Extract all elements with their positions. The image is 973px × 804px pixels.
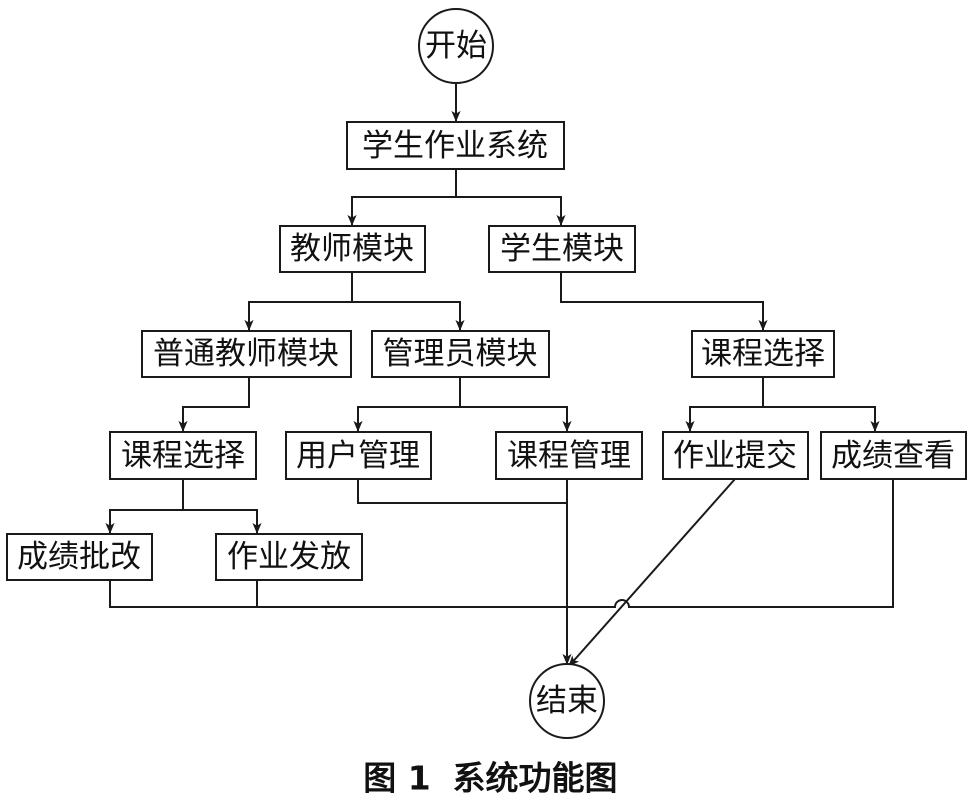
node-grade-correct-label: 成绩批改 (17, 539, 141, 575)
node-end: 结束 (529, 663, 605, 739)
connector-course-select-split (685, 377, 764, 432)
connector-course-select-grade-view (763, 406, 880, 432)
connector-teacher-course-select-publish (183, 509, 262, 534)
node-grade-correct: 成绩批改 (6, 533, 153, 581)
node-user-manage-label: 用户管理 (296, 438, 420, 474)
node-homework-publish: 作业发放 (215, 533, 363, 581)
node-course-select-student: 课程选择 (691, 330, 835, 378)
node-student-module-label: 学生模块 (500, 231, 624, 267)
node-system-label: 学生作业系统 (362, 128, 548, 164)
connector-teacher-normal (244, 272, 353, 331)
node-end-label: 结束 (536, 683, 598, 719)
node-course-select-teacher-label: 课程选择 (121, 438, 245, 474)
figure-caption: 图 1 系统功能图 (363, 759, 617, 798)
node-student-module: 学生模块 (488, 225, 636, 273)
node-teacher-module-label: 教师模块 (290, 231, 414, 267)
connector-normal-course-select (178, 377, 250, 432)
node-teacher-module: 教师模块 (279, 225, 426, 273)
connector-user-manage-bus (357, 479, 567, 504)
node-homework-submit: 作业提交 (662, 431, 809, 480)
connector-admin-split (353, 377, 461, 432)
node-course-manage-label: 课程管理 (507, 438, 631, 474)
caption-title: 系统功能图 (453, 759, 618, 798)
node-homework-publish-label: 作业发放 (227, 539, 351, 575)
connector-teacher-course-select-split (105, 479, 184, 534)
node-course-select-teacher: 课程选择 (109, 431, 257, 480)
node-course-manage: 课程管理 (495, 431, 643, 480)
node-admin-module-label: 管理员模块 (383, 336, 538, 372)
connector-student-course-select (560, 272, 768, 331)
connector-system-split (347, 169, 457, 226)
node-start: 开始 (418, 8, 494, 84)
node-normal-teacher-module-label: 普通教师模块 (153, 336, 339, 372)
caption-number: 图 1 (363, 759, 430, 798)
connector-bottom-bus (109, 479, 894, 608)
node-homework-submit-label: 作业提交 (673, 438, 797, 474)
node-course-select-student-label: 课程选择 (701, 336, 825, 372)
connector-system-student (456, 196, 566, 226)
node-user-manage: 用户管理 (285, 431, 432, 480)
connector-teacher-admin (352, 301, 465, 331)
node-normal-teacher-module: 普通教师模块 (141, 330, 352, 378)
connectors (105, 84, 894, 667)
connector-admin-course-manage (460, 406, 572, 432)
node-grade-view-label: 成绩查看 (831, 438, 955, 474)
connector-submit-end (568, 478, 736, 667)
node-admin-module: 管理员模块 (371, 330, 550, 378)
node-grade-view: 成绩查看 (820, 431, 967, 480)
node-system: 学生作业系统 (346, 121, 565, 170)
node-start-label: 开始 (425, 28, 487, 64)
